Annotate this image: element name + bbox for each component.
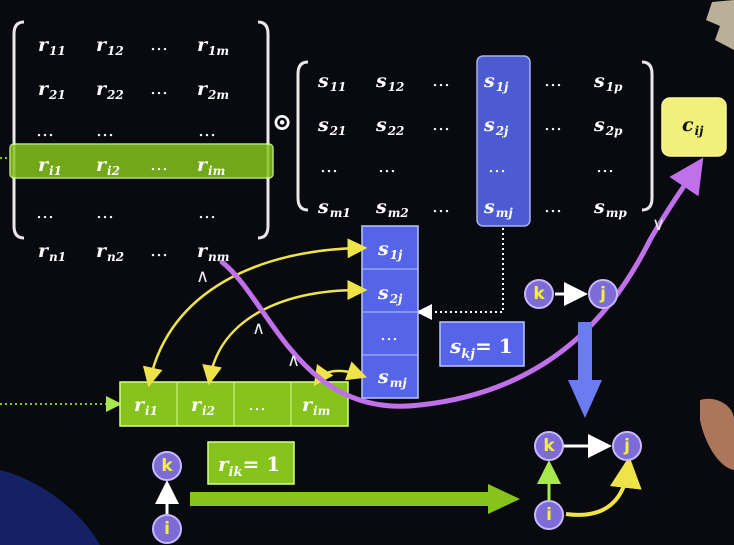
result-label: cij [682,114,704,138]
ellipsis: … [432,70,452,91]
s-entry: s11 [318,70,347,94]
ellipsis: … [150,154,170,175]
rik-box [207,441,295,485]
skj-box [439,321,525,367]
ellipsis: … [198,120,218,141]
ellipsis: … [198,202,218,223]
r-entry: rn2 [96,240,125,264]
r-entry: r21 [38,78,66,102]
ellipsis: … [36,120,56,141]
ellipsis: … [320,156,340,177]
ellipsis: … [36,202,56,223]
r-entry: rn1 [38,240,67,264]
ellipsis: … [432,196,452,217]
r-entry: rnm [197,240,230,264]
row-i-highlight [9,143,274,179]
node-k-left: k [152,451,182,481]
ellipsis: … [150,240,170,261]
node-k-top: k [524,279,554,309]
s-entry: s2p [594,114,623,138]
and-symbol: ∧ [287,350,301,371]
s-stack-entry: smj [378,366,407,390]
r-entry: r11 [38,34,66,58]
and-symbol: ∧ [252,318,266,339]
s-entry: sm1 [318,196,351,220]
s-entry: s21 [318,114,347,138]
r-stack-entry: ri1 [134,394,158,418]
r-entry: r22 [96,78,124,102]
node-j-bottom: j [612,431,642,461]
result-box [661,97,727,157]
max-curve [219,157,704,409]
r-entry: r12 [96,34,124,58]
r-entry: r2m [197,78,230,102]
r-entry: ri2 [96,154,120,178]
ellipsis: … [432,114,452,135]
s-entry: s12 [376,70,405,94]
node-k-bottom: k [534,431,564,461]
s-entry: smp [594,196,627,220]
r-entry: r1m [197,34,230,58]
r-stack-entry: rim [302,394,331,418]
right-bracket-s [641,60,654,212]
ellipsis: … [544,196,564,217]
ellipsis: … [380,324,400,345]
boolean-product-operator: ⊙ [272,107,293,136]
ellipsis: … [96,120,116,141]
left-bracket-r [12,20,25,240]
rik-equals-one: rik= 1 [218,452,281,480]
s-stack-entry: s2j [378,282,403,306]
s-stack-entry: s1j [378,238,403,262]
r-entry: rim [197,154,226,178]
ellipsis: … [248,394,268,415]
and-symbol: ∧ [196,266,210,287]
ellipsis: … [544,114,564,135]
ellipsis: … [150,34,170,55]
column-j-highlight [476,55,531,227]
ellipsis: … [596,156,616,177]
s-entry: smj [484,196,513,220]
s-entry: s1p [594,70,623,94]
s-entry: s1j [484,70,509,94]
ellipsis: … [150,78,170,99]
ellipsis: … [378,156,398,177]
s-entry: s22 [376,114,405,138]
ellipsis: … [488,156,508,177]
r-entry: ri1 [38,154,62,178]
right-bracket-r [257,20,270,240]
r-stack-entry: ri2 [191,394,215,418]
s-entry: s2j [484,114,509,138]
s-entry: sm2 [376,196,409,220]
node-i-bottom: i [534,500,564,530]
ellipsis: … [96,202,116,223]
node-j-top: j [588,279,618,309]
ellipsis: … [544,70,564,91]
node-i-left: i [152,514,182,544]
skj-equals-one: skj= 1 [450,334,513,362]
left-bracket-s [296,60,309,212]
or-symbol: ∨ [652,214,666,235]
